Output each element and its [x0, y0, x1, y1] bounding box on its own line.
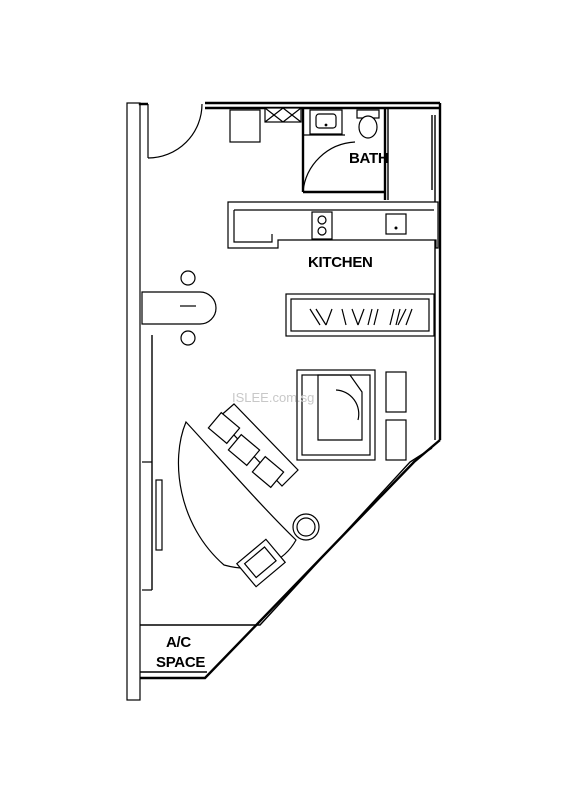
left-exterior-wall	[126, 102, 141, 701]
shoe-cabinet	[229, 109, 261, 143]
burner-2	[317, 226, 327, 236]
toilet-bowl	[358, 115, 378, 139]
side-table-inner	[296, 517, 316, 537]
wardrobe	[285, 293, 435, 337]
armchair	[235, 538, 287, 588]
exterior-walls	[126, 101, 442, 701]
entrance-door-swing	[147, 103, 203, 159]
stove	[311, 211, 333, 240]
watermark: ISLEE.com.sg	[232, 390, 314, 405]
wardrobe-outline	[285, 293, 435, 337]
washer-unit	[264, 107, 302, 123]
tv-console	[155, 479, 163, 551]
cushion-2	[227, 433, 261, 467]
nightstand-2	[385, 419, 407, 461]
living-area	[177, 403, 320, 588]
basin-bowl	[315, 113, 337, 129]
kitchen-label: KITCHEN	[308, 254, 373, 271]
armchair-body	[235, 538, 287, 588]
dining-chair-1	[180, 270, 196, 286]
cushion-3	[251, 455, 285, 489]
ac-space-label-line1: A/C	[166, 634, 191, 651]
counter-inner-left	[233, 210, 273, 243]
bed	[296, 369, 407, 461]
bedroom-partition	[142, 335, 163, 591]
sink	[385, 213, 407, 235]
diagonal-inner-wall	[140, 447, 433, 626]
dining-table-top	[141, 291, 217, 325]
top-left-wall	[138, 102, 148, 106]
bed-blanket-fold	[335, 389, 360, 421]
wardrobe-hangers	[309, 308, 413, 326]
basin-drain	[324, 123, 328, 127]
dining-table	[141, 270, 217, 346]
kitchen-counter	[227, 201, 439, 249]
armchair-seat	[243, 546, 277, 579]
bed-frame	[296, 369, 376, 461]
bath-label: BATH	[349, 150, 388, 167]
entrance-door	[147, 103, 203, 159]
nightstand-1	[385, 371, 407, 413]
wardrobe-inner	[290, 298, 430, 332]
sink-drain	[394, 226, 398, 230]
dining-chair-2	[180, 330, 196, 346]
cushion-1	[207, 411, 241, 445]
ac-space-label-line2: SPACE	[156, 654, 205, 671]
sofa	[207, 403, 299, 489]
bath-door-swing	[302, 141, 356, 193]
bed-blanket	[317, 374, 363, 441]
bathroom	[301, 108, 389, 200]
burner-1	[317, 215, 327, 225]
